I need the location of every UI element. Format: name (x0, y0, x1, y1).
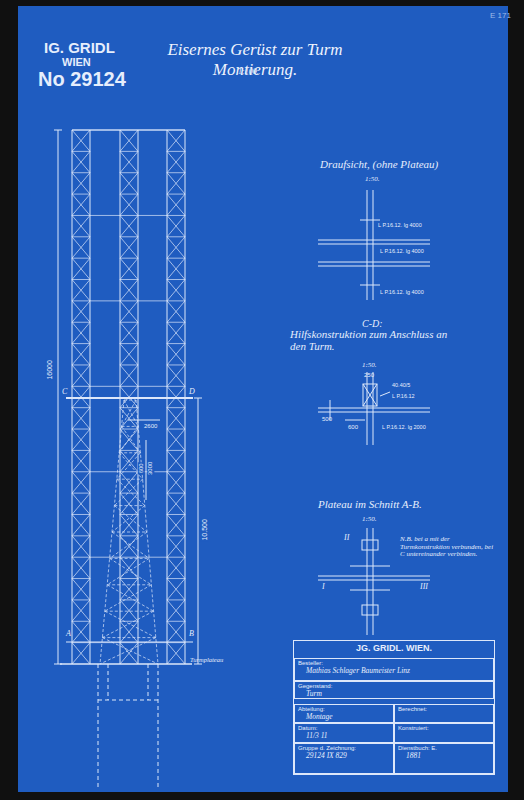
drawing-note: Turmplateau (190, 656, 223, 663)
drawing-note: D (189, 388, 195, 397)
drawing-note: 40.40/5 (392, 382, 410, 388)
drawing-note: 1:50. (362, 362, 377, 370)
drawing-note: I (322, 583, 325, 592)
field-value: Montage (298, 713, 390, 722)
title-block-field: Abteilung:Montage (294, 704, 394, 723)
title-block-field: Berechnet: (394, 704, 494, 723)
title-block-field: Gegenstand:Turm (294, 681, 494, 699)
dimension-text: 3000 (148, 460, 155, 475)
drawing-note: 600 (348, 424, 358, 431)
field-value: Turm (298, 690, 490, 699)
maker-stamp: IG. GRIDL (44, 40, 115, 57)
drawing-note: L P.16.12 (392, 393, 415, 399)
drawing-note: 1:50. (365, 176, 380, 184)
title-block-field: Besteller:Mathias Schlager Baumeister Li… (294, 658, 494, 681)
drawing-note: Draufsicht, (ohne Plateau) (320, 158, 438, 170)
title-block-heading: JG. GRIDL. WIEN. (296, 643, 492, 653)
title-block-field: Gruppe d. Zeichnung:29124 IX 829 (294, 743, 394, 774)
drawing-note: N.B. bei a mit der Turmkonstruktion verb… (400, 536, 495, 559)
dimension-text: 16000 (46, 359, 54, 380)
field-value: 29124 IX 829 (298, 752, 390, 761)
field-label: Konstruiert: (398, 725, 490, 732)
field-label: Gegenstand: (298, 683, 490, 690)
title-block-field: Dienstbuch: E.1881 (394, 743, 494, 774)
drawing-note: L P.16.12. lg 4000 (378, 222, 422, 228)
dimension-text: 600 (138, 462, 145, 474)
title-block-field: Datum:11/3 11 (294, 723, 394, 743)
drawing-note: A (66, 630, 71, 639)
field-label: Besteller: (298, 660, 490, 667)
field-label: Datum: (298, 725, 390, 732)
drawing-note: C-D: (362, 318, 383, 329)
drawing-note: 250 (364, 372, 374, 379)
drawing-note: L P.16.12. lg 2000 (382, 424, 426, 430)
field-value: Mathias Schlager Baumeister Linz (298, 667, 490, 676)
field-label: Gruppe d. Zeichnung: (298, 745, 390, 752)
field-label: Dienstbuch: E. (398, 745, 490, 752)
field-value: 1881 (398, 752, 490, 761)
field-label: Abteilung: (298, 706, 390, 713)
dimension-text: 10.500 (201, 518, 209, 541)
drawing-note: E 171 (490, 12, 511, 21)
drawing-note: Hilfskonstruktion zum Anschluss an den T… (290, 328, 455, 352)
drawing-note: II (344, 534, 349, 543)
drawing-note: 1:100. (238, 68, 259, 77)
drawing-note: L P.16.12. lg 4000 (380, 248, 424, 254)
drawing-note: B (189, 630, 194, 639)
drawing-note: 1:50. (362, 516, 377, 524)
field-value: 11/3 11 (298, 732, 390, 741)
drawing-note: 500 (322, 416, 332, 423)
title-block-field: Konstruiert: (394, 723, 494, 743)
drawing-note: Plateau im Schnitt A-B. (318, 498, 422, 510)
drawing-note: C (62, 388, 67, 397)
drawing-note: L P.16.12. lg 4000 (380, 289, 424, 295)
field-label: Berechnet: (398, 706, 490, 713)
title-block: JG. GRIDL. WIEN. Besteller:Mathias Schlag… (293, 640, 495, 775)
maker-stamp: WIEN (62, 56, 91, 68)
drawing-note: 2600 (144, 423, 157, 430)
maker-stamp: No 29124 (38, 68, 126, 90)
drawing-note: III (420, 583, 428, 592)
